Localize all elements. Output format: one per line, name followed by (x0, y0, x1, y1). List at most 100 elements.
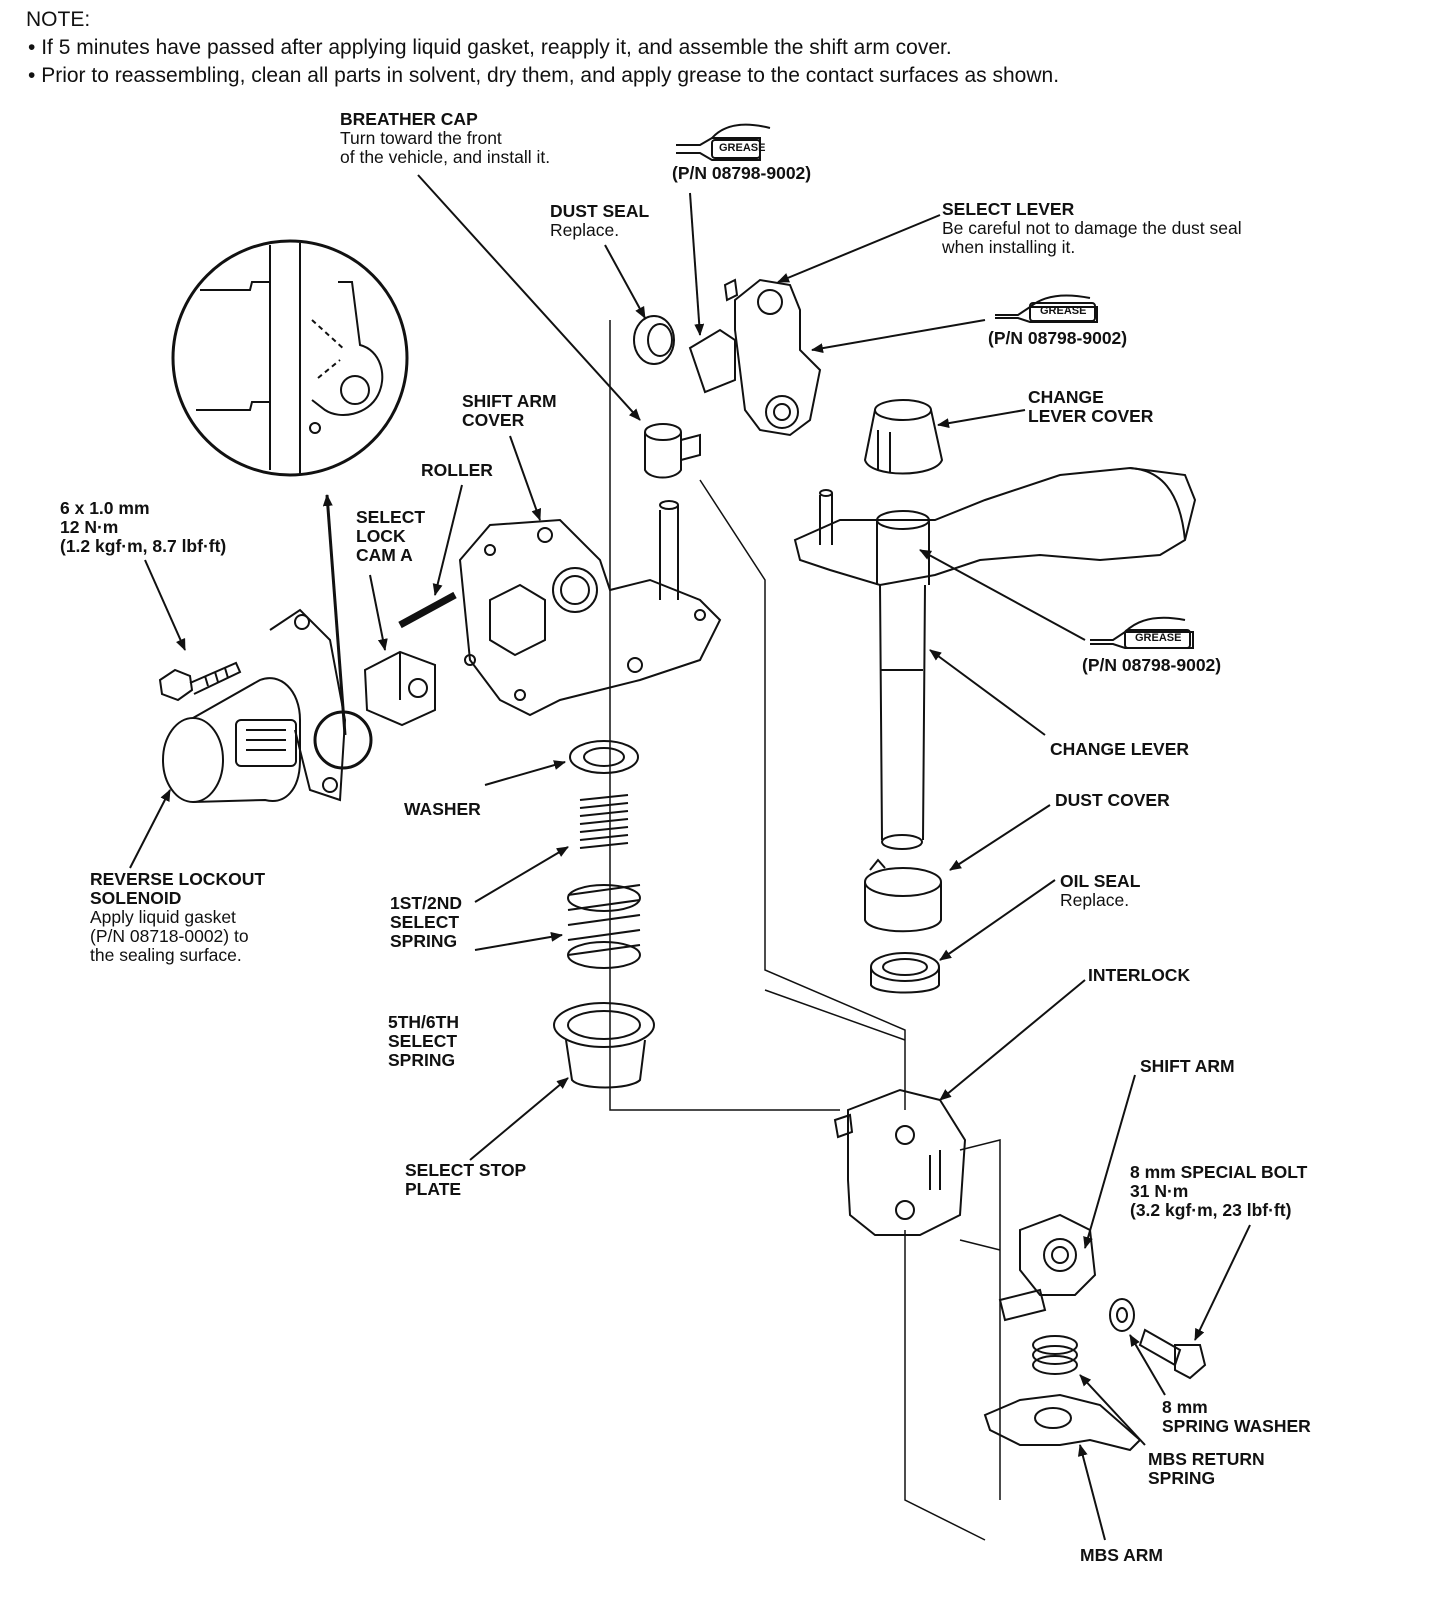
select-spring-12-line-1: 1ST/2ND (390, 893, 462, 913)
shift-arm-cover-line-1: SHIFT ARM (462, 391, 557, 411)
dust-seal-title: DUST SEAL (550, 201, 650, 221)
label-dust-seal: DUST SEAL Replace. (550, 202, 649, 240)
note-item-2: • Prior to reassembling, clean all parts… (28, 64, 1060, 87)
mbs-return-spring-line-1: MBS RETURN (1148, 1449, 1265, 1469)
label-washer: WASHER (404, 800, 481, 819)
grease-label: GREASE (719, 142, 766, 154)
leader-lines (129, 174, 1251, 1541)
oil-seal (870, 952, 940, 994)
label-change-lever-cover: CHANGE LEVER COVER (1028, 388, 1153, 426)
label-reverse-lockout: REVERSE LOCKOUT SOLENOID Apply liquid ga… (90, 870, 265, 965)
special-bolt-size: 8 mm SPECIAL BOLT (1130, 1162, 1308, 1182)
dust-seal-note: Replace. (550, 220, 620, 240)
label-shift-arm: SHIFT ARM (1140, 1057, 1235, 1076)
grease-tube-icon (676, 123, 771, 161)
select-stop-plate-line-1: SELECT STOP (405, 1160, 527, 1180)
label-spring-washer: 8 mm SPRING WASHER (1162, 1398, 1311, 1436)
spring-washer-line-1: 8 mm (1162, 1397, 1208, 1417)
grease-part-number: (P/N 08798-9002) (672, 163, 812, 183)
label-select-spring-56: 5TH/6TH SELECT SPRING (388, 1013, 459, 1070)
select-spring-12 (579, 794, 629, 849)
grease-tube-icon (1090, 616, 1194, 649)
special-bolt-torque: 31 N·m (1130, 1181, 1189, 1201)
bolt-6mm (158, 661, 242, 702)
change-lever-title: CHANGE LEVER (1050, 739, 1190, 759)
select-stop-plate-line-2: PLATE (405, 1179, 462, 1199)
oil-seal-title: OIL SEAL (1060, 871, 1141, 891)
select-lever-note-1: Be careful not to damage the dust seal (942, 218, 1242, 238)
grease-part-number: (P/N 08798-9002) (1082, 655, 1222, 675)
oil-seal-note: Replace. (1060, 890, 1130, 910)
reverse-lockout-note-2: (P/N 08718-0002) to (90, 926, 249, 946)
select-lever-title: SELECT LEVER (942, 199, 1075, 219)
label-select-stop-plate: SELECT STOP PLATE (405, 1161, 526, 1199)
note-item-1: • If 5 minutes have passed after applyin… (28, 36, 952, 59)
grease-tube-icon (995, 294, 1098, 323)
label-bolt-6mm: 6 x 1.0 mm 12 N·m (1.2 kgf·m, 8.7 lbf·ft… (60, 499, 226, 556)
grease-label: GREASE (1040, 305, 1087, 317)
breather-cap-title: BREATHER CAP (340, 109, 478, 129)
select-spring-56-line-3: SPRING (388, 1050, 456, 1070)
mbs-return-spring (1032, 1335, 1078, 1375)
note-item-1-text: If 5 minutes have passed after applying … (41, 36, 952, 59)
select-lever-note-2: when installing it. (942, 237, 1076, 257)
label-select-spring-12: 1ST/2ND SELECT SPRING (390, 894, 462, 951)
select-spring-12-line-3: SPRING (390, 931, 458, 951)
label-mbs-return-spring: MBS RETURN SPRING (1148, 1450, 1265, 1488)
shift-arm-cover-line-2: COVER (462, 410, 525, 430)
reverse-lockout-solenoid (162, 608, 347, 803)
detail-leader (322, 494, 347, 736)
label-dust-cover: DUST COVER (1055, 791, 1170, 810)
select-spring-56-line-2: SELECT (388, 1031, 458, 1051)
reverse-lockout-note-3: the sealing surface. (90, 945, 242, 965)
label-change-lever: CHANGE LEVER (1050, 740, 1189, 759)
roller (398, 591, 457, 629)
label-select-lock-cam: SELECT LOCK CAM A (356, 508, 425, 565)
select-lock-cam-line-3: CAM A (356, 545, 413, 565)
spring-washer-line-2: SPRING WASHER (1162, 1416, 1311, 1436)
grease-part-number: (P/N 08798-9002) (988, 328, 1128, 348)
special-bolt-torque-alt: (3.2 kgf·m, 23 lbf·ft) (1130, 1200, 1292, 1220)
select-lock-cam-line-2: LOCK (356, 526, 406, 546)
grease-label: GREASE (1135, 632, 1182, 644)
dust-cover-title: DUST COVER (1055, 790, 1170, 810)
mbs-arm (983, 1393, 1142, 1452)
select-spring-56-bottom (567, 941, 641, 969)
select-lock-cam-line-1: SELECT (356, 507, 426, 527)
reverse-lockout-line-1: REVERSE LOCKOUT (90, 869, 266, 889)
washer-title: WASHER (404, 799, 481, 819)
note-item-2-text: Prior to reassembling, clean all parts i… (41, 64, 1060, 87)
label-breather-cap: BREATHER CAP Turn toward the front of th… (340, 110, 550, 167)
label-shift-arm-cover: SHIFT ARM COVER (462, 392, 557, 430)
select-lock-cam (363, 650, 436, 727)
interlock (833, 1088, 967, 1236)
dust-cover (864, 858, 942, 933)
label-special-bolt: 8 mm SPECIAL BOLT 31 N·m (3.2 kgf·m, 23 … (1130, 1163, 1307, 1220)
mbs-return-spring-line-2: SPRING (1148, 1468, 1216, 1488)
select-spring-12-line-2: SELECT (390, 912, 460, 932)
label-interlock: INTERLOCK (1088, 966, 1190, 985)
bolt-6mm-size: 6 x 1.0 mm (60, 498, 150, 518)
mbs-arm-title: MBS ARM (1080, 1545, 1163, 1565)
change-lever (793, 466, 1197, 850)
washer (569, 740, 639, 774)
breather-cap (644, 423, 701, 479)
shift-arm (998, 1213, 1097, 1322)
special-bolt-8mm (1138, 1328, 1207, 1380)
select-spring-56 (567, 884, 641, 956)
interlock-title: INTERLOCK (1088, 965, 1191, 985)
change-lever-cover (863, 399, 944, 475)
label-select-lever: SELECT LEVER Be careful not to damage th… (942, 200, 1242, 257)
bolt-6mm-torque-alt: (1.2 kgf·m, 8.7 lbf·ft) (60, 536, 227, 556)
select-spring-56-line-1: 5TH/6TH (388, 1012, 459, 1032)
roller-title: ROLLER (421, 460, 493, 480)
shift-arm-cover (458, 500, 722, 717)
breather-cap-note-1: Turn toward the front (340, 128, 502, 148)
dust-seal (633, 315, 675, 365)
shift-arm-title: SHIFT ARM (1140, 1056, 1235, 1076)
change-lever-cover-line-1: CHANGE (1028, 387, 1104, 407)
reverse-lockout-note-1: Apply liquid gasket (90, 907, 236, 927)
detail-circle (171, 239, 409, 477)
change-lever-cover-line-2: LEVER COVER (1028, 406, 1154, 426)
